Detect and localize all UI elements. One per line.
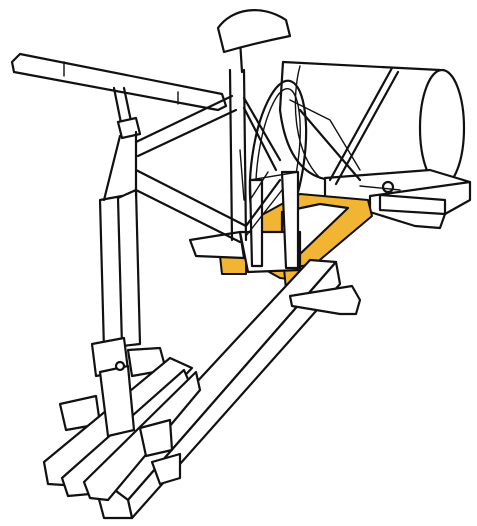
drive-strap — [298, 66, 400, 186]
rear-roller — [278, 60, 466, 188]
bicycle-frame — [10, 9, 292, 244]
front-fork — [90, 188, 142, 438]
